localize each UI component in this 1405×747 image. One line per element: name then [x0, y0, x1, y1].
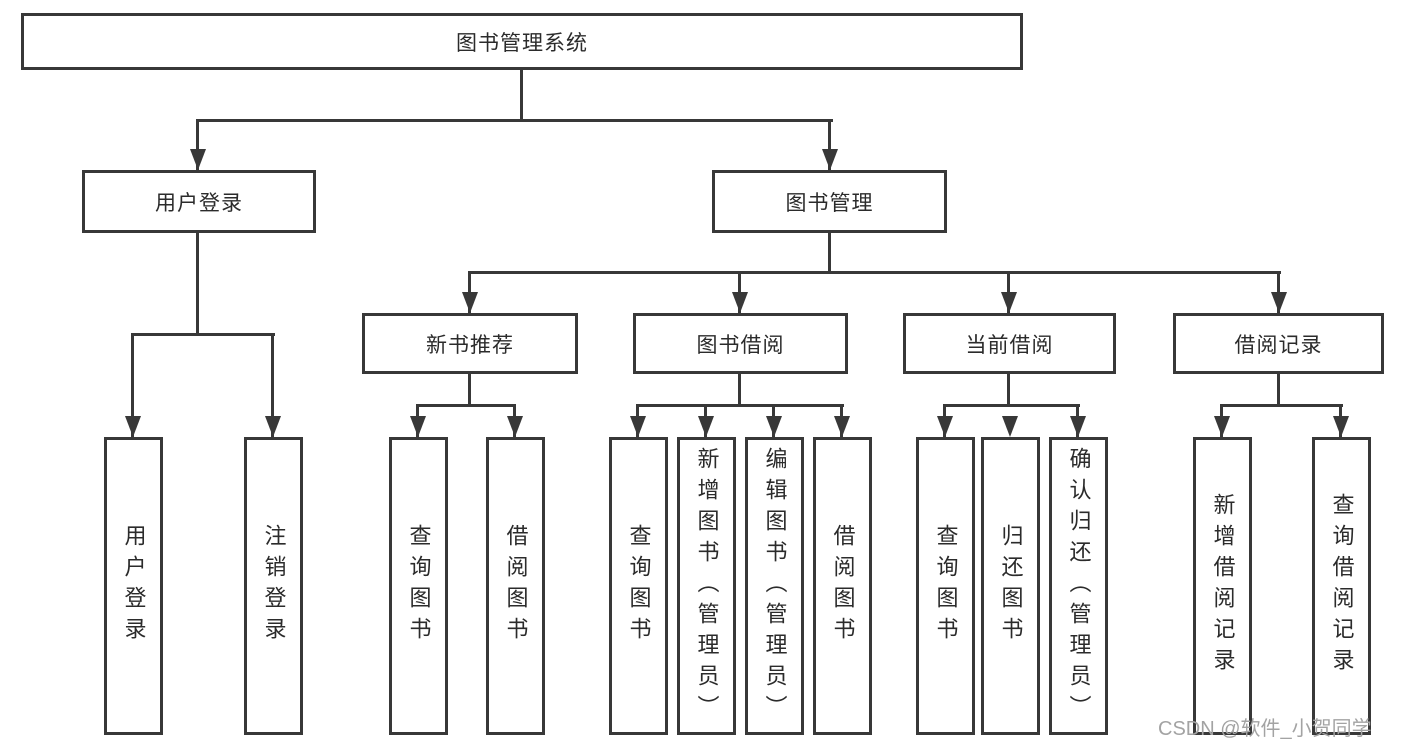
node-logout: 注销登录: [244, 437, 303, 735]
node-label: 借阅图书: [503, 524, 529, 648]
node-label: 图书借阅: [696, 333, 785, 357]
node-label: 当前借阅: [965, 333, 1054, 357]
node-edit-books-admin: 编辑图书（管理员）: [745, 437, 804, 735]
connector-line: [416, 404, 516, 407]
node-label: 用户登录: [155, 191, 243, 215]
arrowhead-down-icon: [507, 416, 523, 437]
node-borrow-books: 借阅图书: [813, 437, 872, 735]
node-borrow-books-recommend: 借阅图书: [486, 437, 545, 735]
node-borrowing-records: 借阅记录: [1173, 313, 1384, 374]
connector-line: [468, 373, 471, 406]
node-label: 新增图书（管理员）: [694, 446, 720, 726]
connector-line: [636, 404, 844, 407]
node-book-borrowing: 图书借阅: [633, 313, 848, 374]
node-current-borrowing: 当前借阅: [903, 313, 1116, 374]
node-user-login: 用户登录: [82, 170, 316, 233]
connector-line: [520, 69, 523, 122]
node-add-books-admin: 新增图书（管理员）: [677, 437, 736, 735]
connector-line: [468, 271, 1281, 274]
arrowhead-down-icon: [822, 149, 838, 170]
connector-line: [828, 119, 831, 171]
arrowhead-down-icon: [190, 149, 206, 170]
connector-line: [943, 404, 1080, 407]
arrowhead-down-icon: [265, 416, 281, 437]
node-add-borrow-record: 新增借阅记录: [1193, 437, 1252, 735]
node-label: 借阅图书: [830, 524, 856, 648]
node-book-management: 图书管理: [712, 170, 947, 233]
arrowhead-down-icon: [1214, 416, 1230, 437]
arrowhead-down-icon: [698, 416, 714, 437]
arrowhead-down-icon: [462, 292, 478, 313]
node-query-borrow-record: 查询借阅记录: [1312, 437, 1371, 735]
node-label: 归还图书: [998, 524, 1024, 648]
node-confirm-return-admin: 确认归还（管理员）: [1049, 437, 1108, 735]
arrowhead-down-icon: [834, 416, 850, 437]
node-query-books-recommend: 查询图书: [389, 437, 448, 735]
node-label: 查询图书: [626, 524, 652, 648]
node-return-books: 归还图书: [981, 437, 1040, 735]
arrowhead-down-icon: [1333, 416, 1349, 437]
node-query-books-current: 查询图书: [916, 437, 975, 735]
arrowhead-down-icon: [1002, 416, 1018, 437]
node-label: 编辑图书（管理员）: [762, 446, 788, 726]
node-label: 查询图书: [406, 524, 432, 648]
csdn-watermark: CSDN @软件_小贺同学: [1158, 718, 1372, 740]
arrowhead-down-icon: [630, 416, 646, 437]
node-label: 新增借阅记录: [1210, 493, 1236, 679]
node-system: 图书管理系统: [21, 13, 1023, 70]
arrowhead-down-icon: [125, 416, 141, 437]
node-label: 借阅记录: [1234, 333, 1323, 357]
connector-line: [196, 232, 199, 335]
connector-line: [1220, 404, 1343, 407]
node-new-book-recommend: 新书推荐: [362, 313, 578, 374]
connector-line: [131, 333, 275, 336]
node-label: 确认归还（管理员）: [1066, 446, 1092, 726]
node-label: 新书推荐: [426, 333, 514, 357]
connector-line: [1277, 373, 1280, 406]
node-label: 查询图书: [933, 524, 959, 648]
node-label: 图书管理: [785, 191, 874, 215]
arrowhead-down-icon: [766, 416, 782, 437]
arrowhead-down-icon: [410, 416, 426, 437]
connector-line: [271, 333, 274, 438]
connector-line: [196, 119, 199, 171]
connector-line: [828, 232, 831, 273]
connector-line: [1007, 373, 1010, 406]
connector-line: [196, 119, 833, 122]
arrowhead-down-icon: [1271, 292, 1287, 313]
connector-line: [131, 333, 134, 438]
node-label: 注销登录: [261, 524, 287, 648]
node-label: 图书管理系统: [456, 31, 588, 55]
connector-line: [738, 373, 741, 406]
node-label: 查询借阅记录: [1329, 493, 1355, 679]
arrowhead-down-icon: [1070, 416, 1086, 437]
arrowhead-down-icon: [732, 292, 748, 313]
node-user-login-leaf: 用户登录: [104, 437, 163, 735]
node-label: 用户登录: [121, 524, 147, 648]
node-query-books-borrowing: 查询图书: [609, 437, 668, 735]
arrowhead-down-icon: [937, 416, 953, 437]
arrowhead-down-icon: [1001, 292, 1017, 313]
